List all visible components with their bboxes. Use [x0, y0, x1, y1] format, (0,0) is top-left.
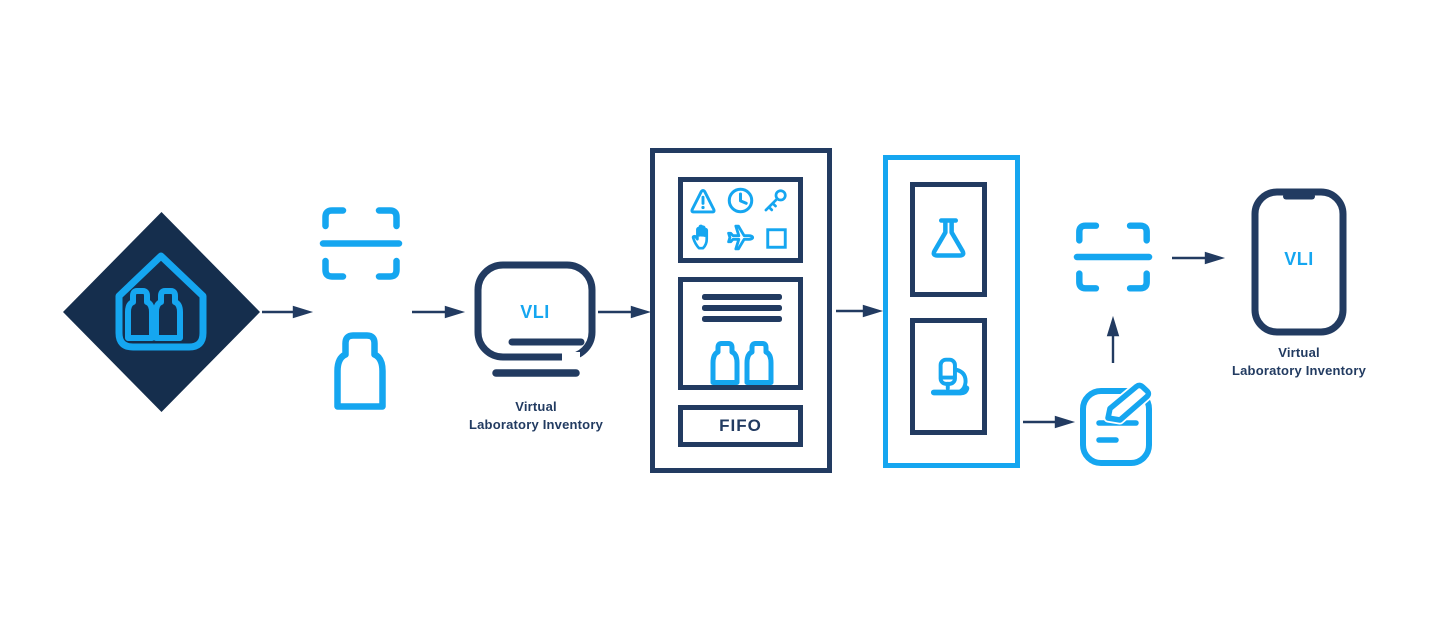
house-with-bottles-icon	[115, 252, 207, 351]
hazard-icons-box	[678, 177, 803, 263]
mobile-phone-icon	[1251, 188, 1347, 336]
mobile-caption-line1: Virtual	[1278, 345, 1320, 360]
mobile-caption-line2: Laboratory Inventory	[1231, 363, 1367, 378]
desktop-caption: Virtual Laboratory Inventory	[436, 398, 636, 434]
flask-icon	[931, 218, 966, 258]
warning-triangle-icon	[690, 189, 716, 214]
key-icon	[764, 189, 787, 212]
scan-frame-out-icon	[1073, 222, 1153, 292]
desktop-app-name: VLI	[520, 302, 550, 322]
scan-frame-in-icon	[319, 207, 403, 280]
arrow-inventory-to-lab	[836, 304, 884, 318]
text-line	[702, 305, 782, 311]
arrow-scan-to-desktop	[412, 305, 466, 319]
desktop-caption-line1: Virtual	[515, 399, 557, 414]
mobile-app-name: VLI	[1284, 249, 1314, 269]
arrow-source-to-scan	[262, 305, 314, 319]
fifo-box: FIFO	[678, 405, 803, 447]
arrow-note-to-scan	[1106, 315, 1120, 363]
microscope-icon	[930, 357, 970, 396]
airplane-icon	[727, 224, 755, 251]
arrow-scan-to-mobile	[1172, 251, 1226, 265]
note-edit-icon	[1080, 380, 1153, 466]
flask-box	[910, 182, 987, 297]
mobile-caption: Virtual Laboratory Inventory	[1199, 344, 1399, 380]
arrow-lab-to-note	[1023, 415, 1076, 429]
hand-icon	[691, 224, 709, 250]
lab-panel	[883, 155, 1020, 468]
desktop-caption-line2: Laboratory Inventory	[468, 417, 604, 432]
pencil	[1105, 382, 1152, 423]
warehouse-diamond	[63, 212, 260, 412]
square-icon	[766, 228, 787, 249]
clock-icon	[727, 187, 754, 214]
diamond-shape	[63, 212, 260, 412]
arrow-desktop-to-inventory	[598, 305, 652, 319]
inventory-panel	[650, 148, 832, 473]
materials-bottles-icon	[710, 341, 774, 385]
text-line	[702, 294, 782, 300]
fifo-label: FIFO	[719, 416, 762, 435]
desktop-monitor-icon	[474, 261, 596, 377]
bottle-icon	[334, 332, 386, 410]
materials-box	[678, 277, 803, 390]
text-line	[702, 316, 782, 322]
microscope-box	[910, 318, 987, 435]
